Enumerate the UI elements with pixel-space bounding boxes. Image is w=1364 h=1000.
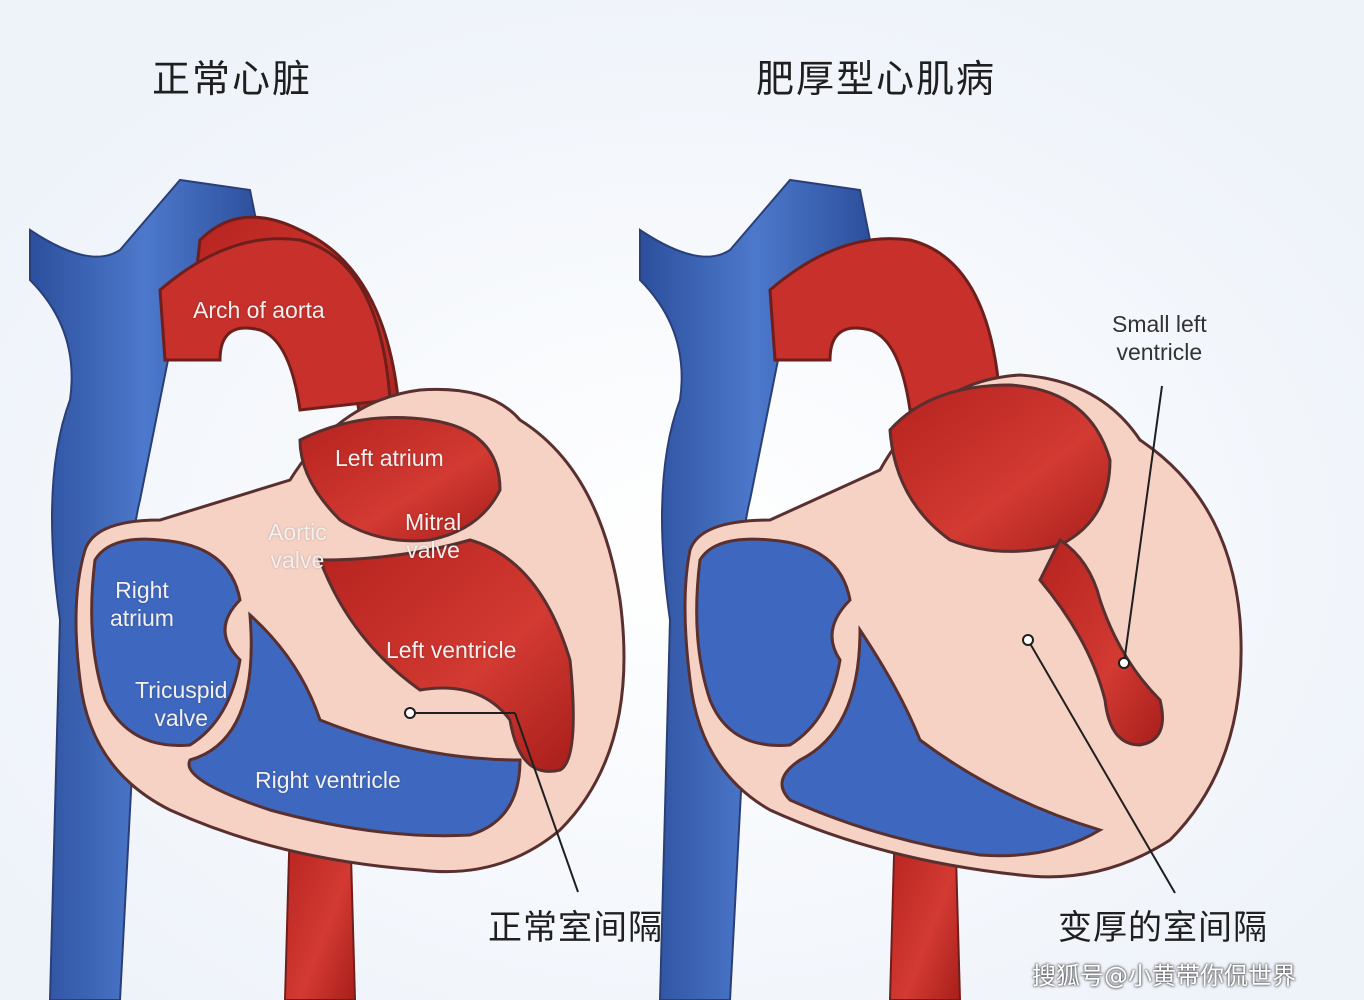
aortic-arch-hcm (768, 237, 1002, 412)
small-lv-pointer (1123, 385, 1163, 664)
left-atrium-hcm (888, 383, 1112, 553)
hcm-heart (639, 178, 1243, 1000)
caption-normal-septum: 正常室间隔 (488, 908, 663, 948)
thick-septum-pointer (1027, 639, 1176, 894)
label-aortic-valve-line2: valve (270, 547, 325, 573)
title-hcm: 肥厚型心肌病 (756, 57, 997, 101)
right-ventricle-hcm (780, 625, 1104, 858)
label-aortic-valve-line1: Aortic (268, 519, 327, 545)
small-left-ventricle-hcm (1038, 537, 1164, 747)
label-small-left-ventricle-line2: ventricle (1116, 339, 1203, 365)
label-aortic-valve: Aortic valve (268, 518, 327, 574)
left-atrium-normal (298, 416, 502, 543)
label-left-atrium: Left atrium (335, 445, 444, 471)
label-arch-of-aorta: Arch of aorta (193, 297, 325, 323)
label-right-atrium: Right atrium (110, 576, 174, 632)
label-mitral-valve-line1: Mitral (405, 509, 462, 535)
right-atrium-normal (90, 537, 242, 747)
label-mitral-valve: Mitral valve (405, 508, 461, 564)
label-tricuspid-valve: Tricuspid valve (135, 676, 227, 732)
label-right-atrium-line2: atrium (110, 605, 174, 631)
label-small-left-ventricle-line1: Small left (1112, 311, 1207, 337)
title-normal-heart: 正常心脏 (152, 57, 313, 101)
watermark: 搜狐号@小黄带你侃世界 (1032, 962, 1296, 990)
right-atrium-hcm (695, 537, 852, 747)
label-mitral-valve-line2: valve (406, 537, 460, 563)
label-left-ventricle: Left ventricle (386, 637, 517, 663)
label-tricuspid-valve-line2: valve (154, 705, 209, 731)
label-right-ventricle: Right ventricle (255, 767, 401, 793)
label-small-left-ventricle: Small left ventricle (1112, 310, 1207, 366)
label-tricuspid-valve-line1: Tricuspid (135, 677, 228, 703)
right-ventricle-normal (187, 611, 522, 838)
normal-heart (29, 178, 626, 1000)
label-right-atrium-line1: Right (115, 577, 169, 603)
caption-thick-septum: 变厚的室间隔 (1058, 908, 1268, 948)
